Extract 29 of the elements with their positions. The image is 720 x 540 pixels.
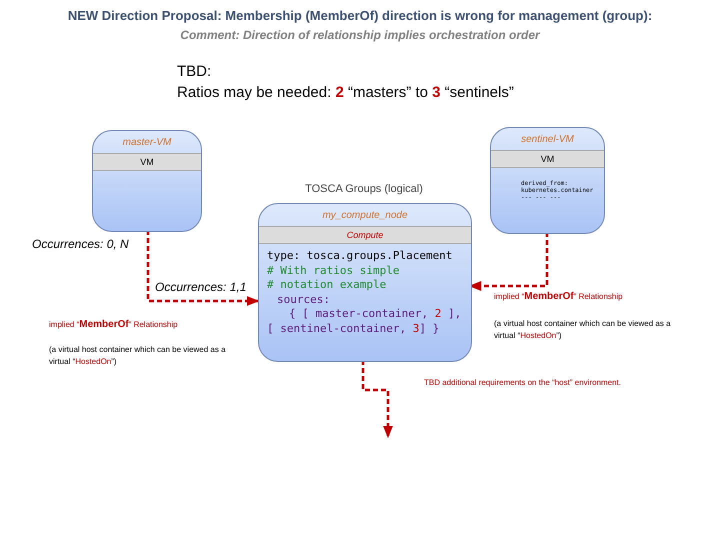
- group-heading: TOSCA Groups (logical): [304, 183, 424, 195]
- code-line: # notation example: [266, 278, 388, 292]
- comment-text: Comment: Direction of relationship implies orchestration order: [179, 28, 542, 42]
- relationship-label: implied “MemberOf” Relationship: [494, 290, 624, 303]
- relationship-note: (a virtual host container which can be viewed as a virtual “HostedOn”): [494, 318, 672, 342]
- node-box: [490, 127, 605, 234]
- note-text: TBD additional requirements on the “host” environment.: [424, 377, 622, 389]
- node-title: master-VM: [122, 136, 172, 150]
- relationship-label: implied “MemberOf” Relationship: [49, 318, 179, 331]
- node-type: VM: [491, 150, 604, 168]
- code-line: { [ master-container, 2 ],: [288, 307, 462, 322]
- occurrence-label: Occurrences: 0, N: [32, 237, 129, 251]
- dashed-arrow: [362, 360, 393, 438]
- code-line: [ sentinel-container, 3] }: [266, 322, 440, 336]
- code-line: type: tosca.groups.Placement: [266, 248, 454, 264]
- note-text: TBD:: [177, 63, 212, 80]
- node-type: VM: [93, 153, 201, 171]
- node-box: [92, 130, 202, 232]
- node-title: my_compute_node: [321, 209, 409, 223]
- node-box: [258, 203, 472, 362]
- note-text: Ratios may be needed: 2 “masters” to 3 “sentinels”: [177, 84, 514, 101]
- node-type: Compute: [259, 226, 471, 244]
- node-title: sentinel-VM: [520, 133, 575, 147]
- relationship-note: (a virtual host container which can be viewed as a virtual “HostedOn”): [49, 344, 227, 368]
- code-line: # With ratios simple: [266, 264, 400, 278]
- code-line: sources:: [276, 292, 331, 307]
- dashed-arrow: [146, 230, 260, 306]
- edge-label: Occurrences: 1,1: [155, 280, 246, 294]
- title: NEW Direction Proposal: Membership (MemberOf) direction is wrong for management (group):: [66, 8, 654, 23]
